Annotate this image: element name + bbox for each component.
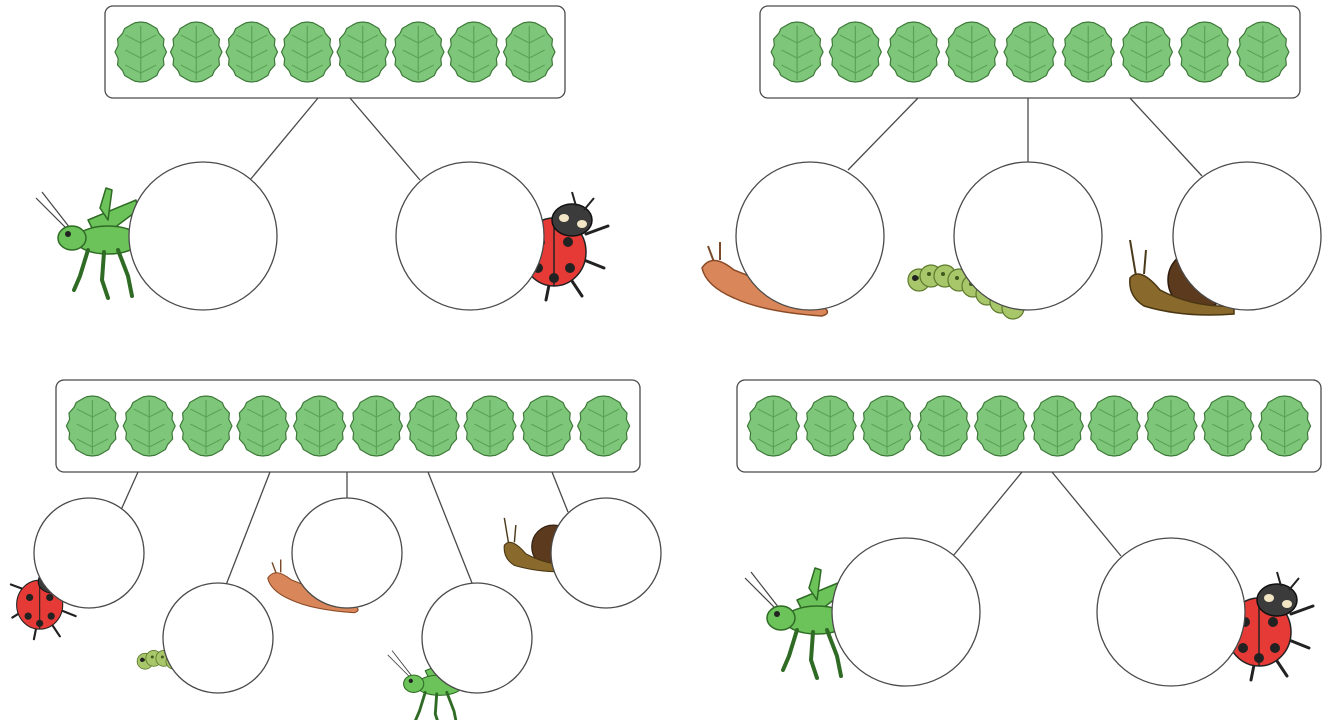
whole-leaf-box (55, 379, 641, 473)
connector-line (427, 471, 473, 584)
connector-line (349, 97, 421, 181)
part-answer-circle[interactable] (550, 497, 662, 609)
leaf-icon (502, 21, 556, 83)
whole-leaf-box (104, 5, 566, 99)
leaf-boxes-layer (55, 5, 1322, 473)
leaf-icon (1201, 395, 1255, 457)
leaf-icon (1061, 21, 1115, 83)
leaf-icon (945, 21, 999, 83)
leaf-icon (803, 395, 857, 457)
connector-line (1129, 97, 1203, 177)
part-answer-circle[interactable] (953, 161, 1103, 311)
leaf-icon (65, 395, 120, 457)
grasshopper-icon (35, 187, 141, 300)
leaf-icon (917, 395, 971, 457)
whole-leaf-box (759, 5, 1301, 99)
part-answer-circle[interactable] (291, 497, 403, 609)
leaf-icon (1003, 21, 1057, 83)
leaf-icon (169, 21, 223, 83)
leaf-icon (576, 395, 631, 457)
leaf-icon (225, 21, 279, 83)
leaf-icon (349, 395, 403, 457)
leaf-icon (1030, 395, 1085, 457)
leaf-icon (1178, 21, 1232, 83)
part-answer-circle[interactable] (1096, 537, 1246, 687)
part-answer-circle[interactable] (831, 537, 981, 687)
part-answer-circle[interactable] (33, 497, 145, 609)
leaf-icon (746, 395, 801, 457)
leaf-icon (973, 395, 1028, 457)
connector-line (120, 471, 139, 511)
connector-line (1051, 471, 1122, 557)
leaf-icon (1236, 21, 1290, 83)
leaf-icon (280, 21, 334, 83)
leaf-icon (1257, 395, 1312, 457)
leaf-icon (406, 395, 460, 457)
leaf-icon (770, 21, 824, 83)
leaf-icon (114, 21, 168, 83)
leaf-icon (122, 395, 176, 457)
part-answer-circle[interactable] (735, 161, 885, 311)
part-answer-circle[interactable] (395, 161, 545, 311)
leaf-icon (1144, 395, 1198, 457)
leaf-icon (447, 21, 501, 83)
part-answer-circle[interactable] (162, 582, 274, 694)
connector-lines-layer (120, 97, 1203, 586)
leaf-icon (828, 21, 882, 83)
leaf-icon (293, 395, 347, 457)
leaf-icon (391, 21, 445, 83)
connector-line (225, 471, 271, 586)
part-answer-circle[interactable] (1172, 161, 1322, 311)
leaf-icon (860, 395, 914, 457)
part-answer-circle[interactable] (128, 161, 278, 311)
leaf-icon (1119, 21, 1174, 83)
leaf-icon (463, 395, 517, 457)
leaf-icon (336, 21, 390, 83)
leaf-icon (520, 395, 574, 457)
leaf-icon (886, 21, 941, 83)
connector-line (551, 471, 569, 513)
connector-line (952, 471, 1023, 557)
connector-line (249, 97, 319, 181)
leaf-icon (179, 395, 233, 457)
whole-leaf-box (736, 379, 1322, 473)
leaf-icon (1087, 395, 1141, 457)
part-answer-circle[interactable] (421, 582, 533, 694)
leaf-icon (236, 395, 290, 457)
connector-line (847, 97, 919, 171)
answer-circles-layer (33, 161, 1322, 694)
